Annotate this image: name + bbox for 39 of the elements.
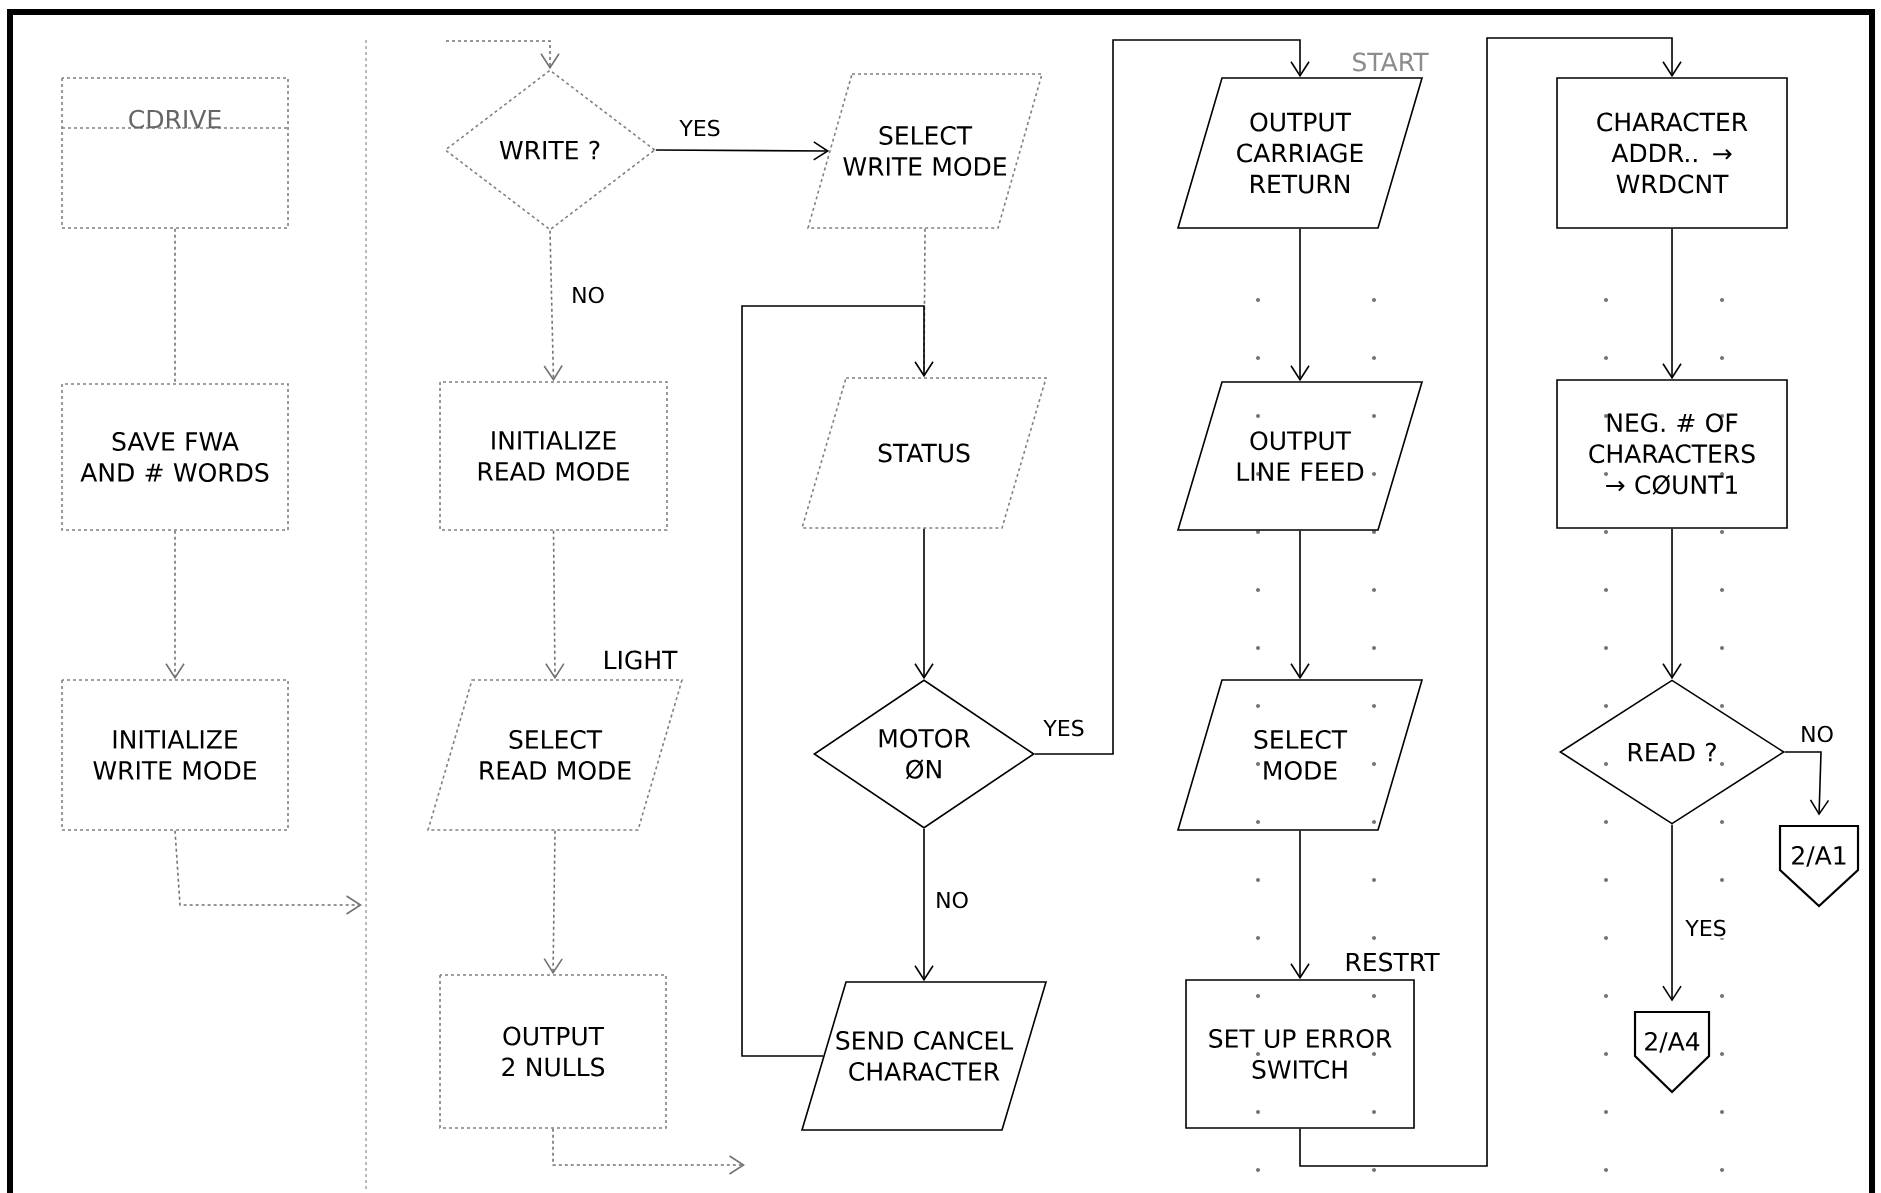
process-box: SAVE FWA AND # WORDS — [61, 383, 289, 531]
arrow — [1662, 824, 1682, 1002]
arrow — [1662, 228, 1682, 380]
edge-label: YES — [1683, 917, 1729, 939]
arrow — [1034, 39, 1310, 755]
arrow — [1290, 228, 1310, 382]
process-box: OUTPUT 2 NULLS — [439, 974, 667, 1129]
edge-label: NO — [933, 889, 971, 911]
edge-label: NO — [569, 284, 607, 306]
arrow — [445, 40, 560, 70]
process-box: INITIALIZE READ MODE — [439, 381, 668, 531]
off-page-connector: 2/A1 — [1778, 824, 1860, 908]
off-page-connector: 2/A4 — [1633, 1010, 1711, 1094]
annotation-text: RESTRT — [1346, 952, 1440, 972]
arrow — [1662, 528, 1682, 680]
routine-header-box: CDRIVE — [61, 77, 289, 229]
arrow — [165, 530, 185, 680]
edge-label: YES — [677, 117, 723, 139]
arrow — [1290, 830, 1310, 980]
edge-label: NO — [1798, 723, 1836, 745]
arrow — [655, 141, 830, 161]
arrow — [174, 830, 362, 915]
arrow — [1299, 37, 1682, 1167]
arrow — [552, 1128, 746, 1175]
process-box: CHARACTER ADDR.. → WRDCNT — [1556, 77, 1788, 229]
process-box: SET UP ERROR SWITCH — [1185, 979, 1415, 1129]
edge-label: YES — [1041, 717, 1087, 739]
arrow — [1290, 530, 1310, 680]
arrow — [1784, 751, 1830, 816]
arrow — [741, 305, 934, 1057]
arrow — [543, 830, 564, 975]
process-box: INITIALIZE WRITE MODE — [61, 679, 289, 831]
annotation-text: START — [1353, 52, 1429, 72]
arrow — [545, 530, 565, 680]
arrow — [914, 528, 934, 680]
process-box: NEG. # OF CHARACTERS → CØUNT1 — [1556, 379, 1788, 529]
annotation-text: LIGHT — [605, 650, 678, 670]
arrow — [914, 828, 934, 982]
arrow — [543, 230, 563, 382]
